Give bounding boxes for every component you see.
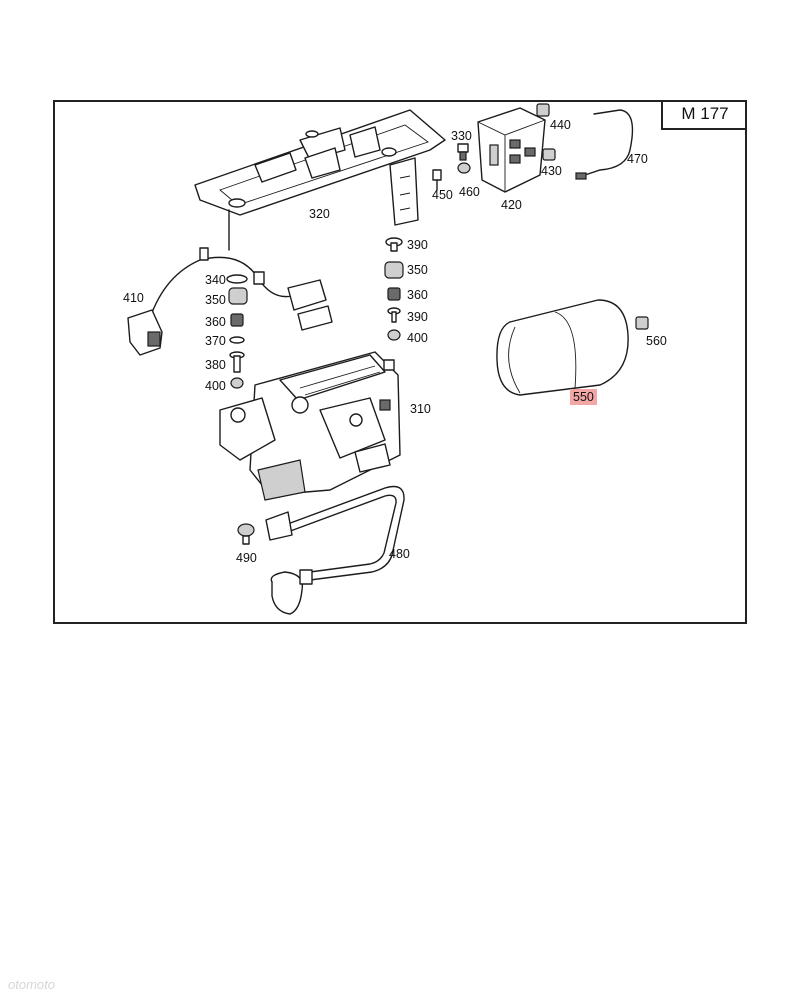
callout-380[interactable]: 380 [205, 358, 226, 372]
part-350-isolator[interactable] [228, 287, 248, 305]
part-400-nut-left[interactable] [230, 377, 244, 389]
diagram-frame [53, 100, 747, 624]
part-460-nut[interactable] [457, 162, 471, 174]
part-360-spring-right[interactable] [387, 287, 401, 301]
callout-490[interactable]: 490 [236, 551, 257, 565]
part-560-drain-plug[interactable] [635, 316, 649, 330]
callout-450[interactable]: 450 [432, 188, 453, 202]
callout-360-left[interactable]: 360 [205, 315, 226, 329]
part-450-bolt[interactable] [432, 169, 442, 191]
watermark-text: otomoto [8, 977, 55, 992]
callout-340[interactable]: 340 [205, 273, 226, 287]
part-380-bolt[interactable] [229, 351, 245, 373]
callout-400-right[interactable]: 400 [407, 331, 428, 345]
part-440-fitting[interactable] [536, 103, 550, 117]
callout-410[interactable]: 410 [123, 291, 144, 305]
part-410-harness[interactable] [127, 247, 333, 356]
callout-370[interactable]: 370 [205, 334, 226, 348]
callout-550-highlighted[interactable]: 550 [570, 389, 597, 405]
callout-480[interactable]: 480 [389, 547, 410, 561]
callout-390-lower[interactable]: 390 [407, 310, 428, 324]
model-code-box: M 177 [661, 100, 747, 130]
callout-390-upper[interactable]: 390 [407, 238, 428, 252]
part-330-bolt[interactable] [457, 143, 469, 161]
callout-460[interactable]: 460 [459, 185, 480, 199]
callout-350-left[interactable]: 350 [205, 293, 226, 307]
callout-470[interactable]: 470 [627, 152, 648, 166]
part-420-valve-block[interactable] [477, 107, 546, 193]
callout-350-right[interactable]: 350 [407, 263, 428, 277]
part-310-compressor[interactable] [219, 351, 401, 501]
part-340-washer[interactable] [226, 274, 248, 284]
callout-330[interactable]: 330 [451, 129, 472, 143]
part-350-isolator-right[interactable] [384, 261, 404, 279]
part-390-bolt-lower[interactable] [387, 307, 401, 323]
callout-420[interactable]: 420 [501, 198, 522, 212]
callout-430[interactable]: 430 [541, 164, 562, 178]
part-400-nut-right[interactable] [387, 329, 401, 341]
callout-360-right[interactable]: 360 [407, 288, 428, 302]
callout-320[interactable]: 320 [309, 207, 330, 221]
part-360-spring[interactable] [230, 313, 244, 327]
part-370-washer[interactable] [229, 336, 245, 344]
part-550-reservoir[interactable] [496, 299, 629, 396]
part-320-bracket[interactable] [194, 109, 446, 251]
part-480-air-line[interactable] [265, 485, 405, 615]
callout-310[interactable]: 310 [410, 402, 431, 416]
callout-560[interactable]: 560 [646, 334, 667, 348]
part-390-bolt-upper[interactable] [385, 237, 403, 252]
callout-440[interactable]: 440 [550, 118, 571, 132]
part-430-fitting[interactable] [542, 148, 556, 161]
part-470-cable[interactable] [575, 109, 634, 180]
callout-400-left[interactable]: 400 [205, 379, 226, 393]
part-490-bolt[interactable] [237, 523, 255, 545]
